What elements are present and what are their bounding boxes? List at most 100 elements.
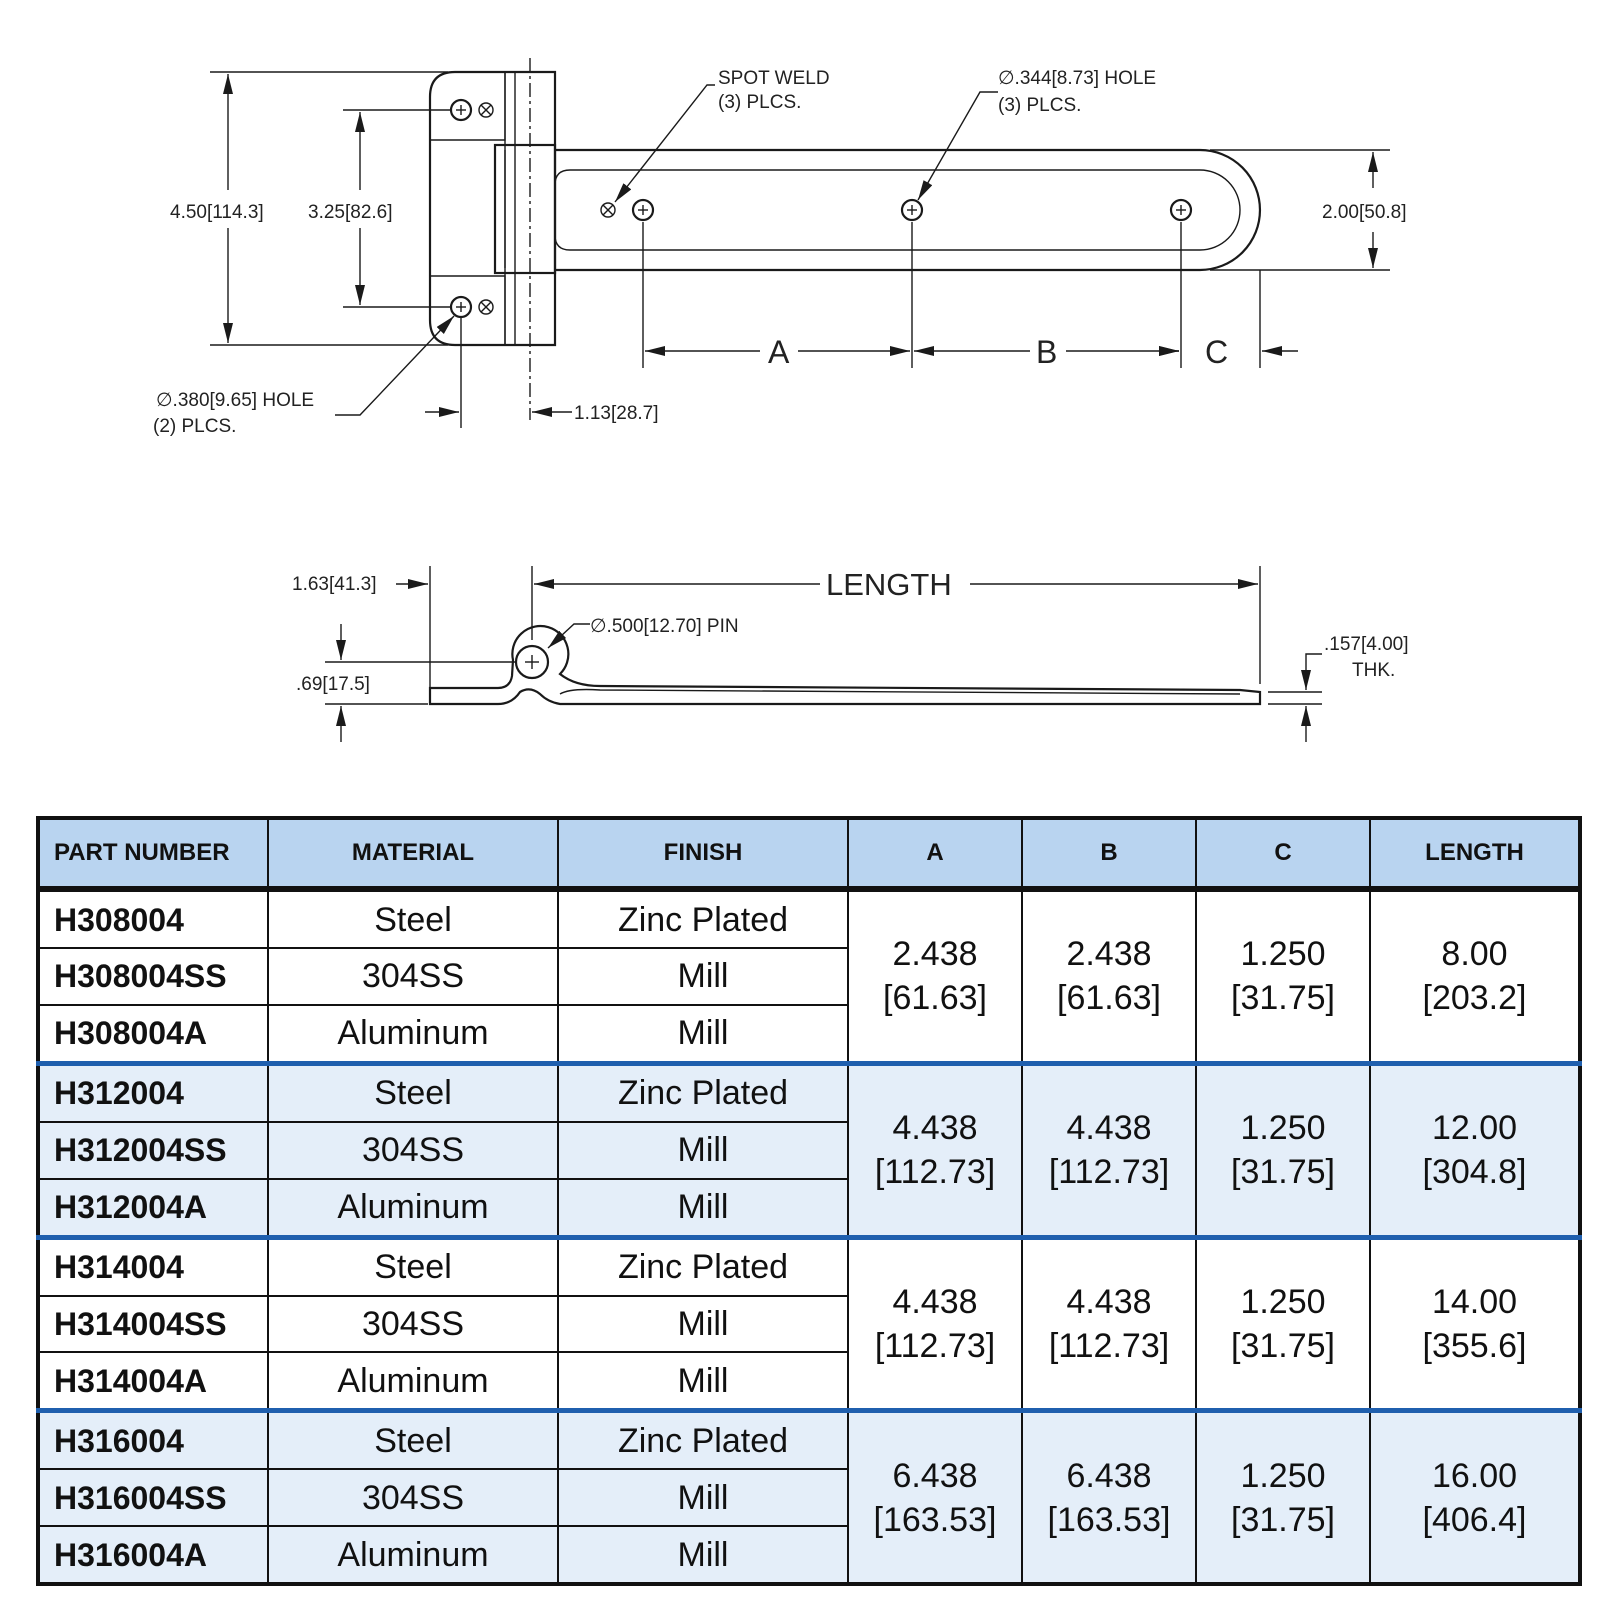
dim-b-cell: 4.438[112.73] xyxy=(1021,1060,1197,1239)
header-finish: FINISH xyxy=(557,817,849,892)
part-number: H314004 xyxy=(37,1234,269,1297)
thk-value: .157[4.00] xyxy=(1324,634,1409,655)
hole-380-label: ∅.380[9.65] HOLE xyxy=(156,390,314,411)
table-header-row: PART NUMBER MATERIAL FINISH A B C LENGTH xyxy=(37,817,1581,892)
table-row: H312004SS 304SS Mill xyxy=(37,1120,1580,1180)
dim-325: 3.25[82.6] xyxy=(308,202,393,223)
material: Steel xyxy=(267,1234,559,1297)
table-row: H314004A Aluminum Mill xyxy=(37,1351,1580,1412)
dim-a-cell: 4.438[112.73] xyxy=(847,1234,1023,1412)
part-number: H316004 xyxy=(37,1408,269,1471)
table-row: H316004 Steel Zinc Plated 6.438[163.53] … xyxy=(37,1408,1581,1586)
spot-weld-label: SPOT WELD xyxy=(718,68,830,89)
dim-c-cell: 1.250[31.75] xyxy=(1195,1234,1371,1412)
dim-a: A xyxy=(768,334,790,370)
table-row: H308004A Aluminum Mill xyxy=(37,1003,1580,1065)
table-row: H316004A Aluminum Mill xyxy=(37,1525,1580,1585)
dim-b: B xyxy=(1036,334,1057,370)
finish: Mill xyxy=(557,1120,849,1180)
material: 304SS xyxy=(267,947,559,1006)
knuckle xyxy=(493,143,557,275)
material: Steel xyxy=(267,886,559,950)
length-cell: 12.00[304.8] xyxy=(1369,1060,1581,1239)
material: Aluminum xyxy=(267,1177,559,1239)
dim-a-cell: 6.438[163.53] xyxy=(847,1408,1023,1586)
dim-c-cell: 1.250[31.75] xyxy=(1195,886,1371,1065)
table-row: H314004SS 304SS Mill xyxy=(37,1294,1580,1354)
strap-hole-2 xyxy=(900,198,924,222)
dim-b-cell: 4.438[112.73] xyxy=(1021,1234,1197,1412)
dim-69: .69[17.5] xyxy=(296,674,370,695)
spot-weld-count: (3) PLCS. xyxy=(718,92,801,113)
hinge-drawing: SPOT WELD (3) PLCS. ∅.344[8.73] HOLE (3)… xyxy=(153,58,1409,742)
strap-inner xyxy=(554,169,1241,251)
part-number: H314004A xyxy=(37,1351,269,1412)
material: Steel xyxy=(267,1408,559,1471)
header-a: A xyxy=(847,817,1023,892)
header-c: C xyxy=(1195,817,1371,892)
dim-113: 1.13[28.7] xyxy=(574,403,659,424)
part-number: H308004 xyxy=(37,886,269,950)
table-row: H312004 Steel Zinc Plated 4.438[112.73] … xyxy=(37,1060,1581,1239)
finish: Zinc Plated xyxy=(557,1060,849,1123)
finish: Mill xyxy=(557,1351,849,1412)
material: 304SS xyxy=(267,1468,559,1528)
length-cell: 8.00[203.2] xyxy=(1369,886,1581,1065)
dim-c: C xyxy=(1205,334,1228,370)
table-row: H308004SS 304SS Mill xyxy=(37,947,1580,1006)
dim-a-cell: 2.438[61.63] xyxy=(847,886,1023,1065)
finish: Mill xyxy=(557,1003,849,1065)
header-material: MATERIAL xyxy=(267,817,559,892)
hole-344-label: ∅.344[8.73] HOLE xyxy=(998,68,1156,89)
material: 304SS xyxy=(267,1120,559,1180)
dim-450: 4.50[114.3] xyxy=(170,202,264,223)
header-part-number: PART NUMBER xyxy=(37,817,269,892)
length-cell: 14.00[355.6] xyxy=(1369,1234,1581,1412)
plate-hole-top xyxy=(449,98,494,122)
material: Steel xyxy=(267,1060,559,1123)
dim-c-cell: 1.250[31.75] xyxy=(1195,1408,1371,1586)
strap-hole-1 xyxy=(631,198,655,222)
material: Aluminum xyxy=(267,1525,559,1585)
thk-label: THK. xyxy=(1352,660,1395,681)
finish: Zinc Plated xyxy=(557,886,849,950)
finish: Mill xyxy=(557,1177,849,1239)
header-b: B xyxy=(1021,817,1197,892)
side-profile-outer xyxy=(428,624,1262,706)
hole-380-count: (2) PLCS. xyxy=(153,416,236,437)
finish: Mill xyxy=(557,947,849,1006)
table-row: H314004 Steel Zinc Plated 4.438[112.73] … xyxy=(37,1234,1581,1412)
part-number: H308004SS xyxy=(37,947,269,1006)
hinge-plate-inner xyxy=(429,71,506,141)
strap-hole-3 xyxy=(1169,198,1193,222)
dim-c-cell: 1.250[31.75] xyxy=(1195,1060,1371,1239)
dim-b-cell: 2.438[61.63] xyxy=(1021,886,1197,1065)
table-row: H312004A Aluminum Mill xyxy=(37,1177,1580,1239)
side-view: 1.63[41.3] LENGTH ∅.500[12.70] PIN .69[1… xyxy=(292,566,1409,742)
part-number: H316004SS xyxy=(37,1468,269,1528)
top-view: SPOT WELD (3) PLCS. ∅.344[8.73] HOLE (3)… xyxy=(153,58,1407,437)
finish: Zinc Plated xyxy=(557,1408,849,1471)
material: Aluminum xyxy=(267,1351,559,1412)
part-number: H312004A xyxy=(37,1177,269,1239)
finish: Mill xyxy=(557,1525,849,1585)
length-cell: 16.00[406.4] xyxy=(1369,1408,1581,1586)
dim-length: LENGTH xyxy=(826,567,952,602)
spot-weld-mark xyxy=(600,202,616,218)
part-number: H314004SS xyxy=(37,1294,269,1354)
material: Aluminum xyxy=(267,1003,559,1065)
table-row: H316004SS 304SS Mill xyxy=(37,1468,1580,1528)
strap-outline xyxy=(555,148,1262,272)
dim-163: 1.63[41.3] xyxy=(292,574,377,595)
header-length: LENGTH xyxy=(1369,817,1581,892)
table-row: H308004 Steel Zinc Plated 2.438[61.63] 2… xyxy=(37,886,1581,1065)
part-number: H316004A xyxy=(37,1525,269,1585)
finish: Mill xyxy=(557,1468,849,1528)
part-number: H308004A xyxy=(37,1003,269,1065)
part-spec-table: PART NUMBER MATERIAL FINISH A B C LENGTH… xyxy=(36,816,1582,1586)
material: 304SS xyxy=(267,1294,559,1354)
plate-hole-bottom xyxy=(449,295,494,319)
pin-label: ∅.500[12.70] PIN xyxy=(590,616,739,637)
hole-344-count: (3) PLCS. xyxy=(998,95,1081,116)
dim-200: 2.00[50.8] xyxy=(1322,202,1407,223)
